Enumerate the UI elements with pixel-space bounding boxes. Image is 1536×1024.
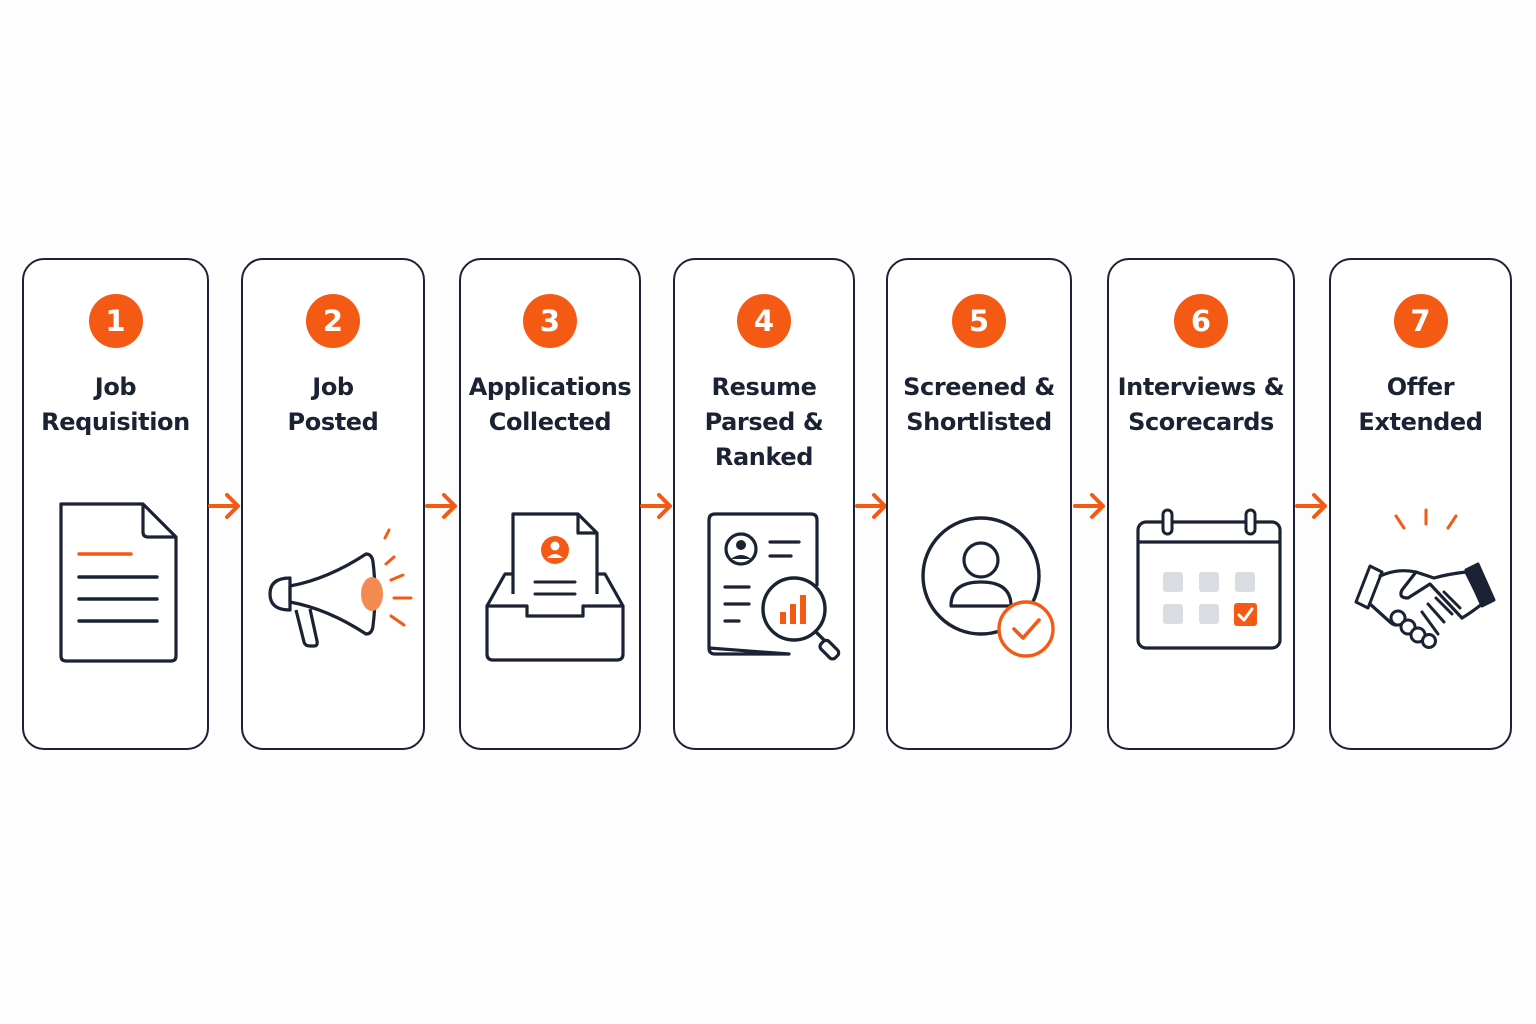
step-label: Resume Parsed & Ranked [704, 373, 824, 471]
step-number-badge: 6 [1174, 294, 1228, 348]
megaphone-icon [268, 528, 413, 648]
step-card-3: 3 Applications Collected [459, 258, 641, 750]
resume-search-icon [707, 512, 841, 661]
step-number-badge: 4 [737, 294, 791, 348]
step-label: Job Requisition [41, 373, 190, 436]
document-icon [58, 502, 178, 663]
step-number-badge: 2 [306, 294, 360, 348]
arrow-6-to-7 [1295, 493, 1327, 519]
step-number-badge: 5 [952, 294, 1006, 348]
arrow-2-to-3 [425, 493, 457, 519]
step-label: Job Posted [287, 373, 379, 436]
step-label: Offer Extended [1358, 373, 1483, 436]
step-card-7: 7 Offer Extended [1329, 258, 1512, 750]
arrow-3-to-4 [640, 493, 672, 519]
step-card-4: 4 Resume Parsed & Ranked [673, 258, 855, 750]
arrow-5-to-6 [1073, 493, 1105, 519]
step-label: Applications Collected [468, 373, 632, 436]
arrow-4-to-5 [855, 493, 887, 519]
step-label: Interviews & Scorecards [1117, 373, 1285, 436]
inbox-tray-icon [485, 512, 625, 662]
step-number-badge: 3 [523, 294, 577, 348]
step-card-2: 2 Job Posted [241, 258, 425, 750]
step-card-5: 5 Screened & Shortlisted [886, 258, 1072, 750]
step-label: Screened & Shortlisted [903, 373, 1055, 436]
step-number-badge: 7 [1393, 294, 1448, 348]
calendar-icon [1136, 508, 1282, 650]
arrow-1-to-2 [208, 493, 240, 519]
handshake-icon [1354, 508, 1495, 649]
step-number-badge: 1 [88, 294, 143, 348]
step-card-6: 6 Interviews & Scorecards [1107, 258, 1295, 750]
user-check-icon [921, 516, 1055, 658]
step-card-1: 1 Job Requisition [22, 258, 209, 750]
